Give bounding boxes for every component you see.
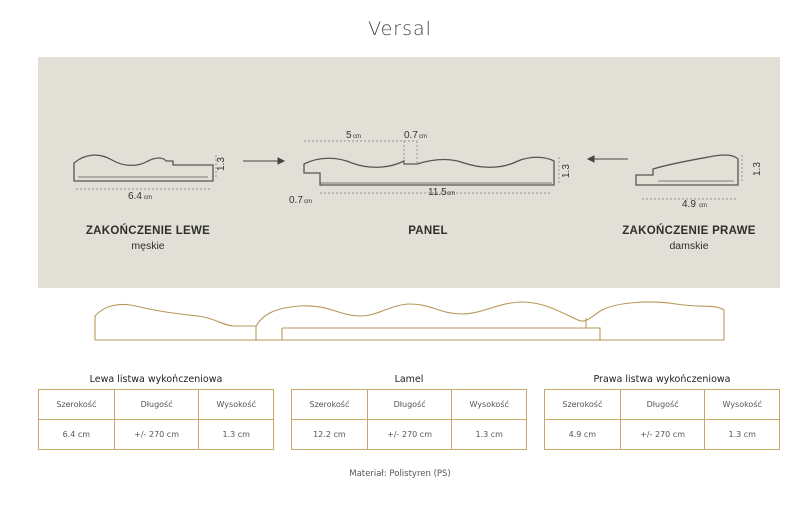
table-title: Lewa listwa wykończeniowa <box>89 374 223 385</box>
panel-wave-label: 5 <box>346 130 352 141</box>
svg-text:cm: cm <box>419 134 427 140</box>
svg-text:cm: cm <box>353 134 361 140</box>
panel-profile <box>303 156 555 186</box>
page-title: Versal <box>368 18 432 40</box>
header-cell: Długość <box>366 389 453 420</box>
material-note: Materiał: Polistyren (PS) <box>349 469 451 479</box>
left-end-caption: ZAKOŃCZENIE LEWE męskie <box>68 225 228 252</box>
panel-height-label: 1.3 <box>561 164 572 178</box>
value-cell: 1.3 cm <box>704 419 780 450</box>
value-cell: 1.3 cm <box>198 419 274 450</box>
panel-name: PANEL <box>408 225 448 237</box>
right-height-label: 1.3 <box>752 162 763 176</box>
value-cell: +/- 270 cm <box>619 419 706 450</box>
header-cell: Długość <box>619 389 706 420</box>
header-cell: Szerokość <box>291 389 368 420</box>
header-cell: Szerokość <box>38 389 115 420</box>
table-title: Prawa listwa wykończeniowa <box>593 374 731 385</box>
panel-caption: PANEL <box>368 225 488 237</box>
right-end-caption: ZAKOŃCZENIE PRAWE damskie <box>604 225 774 252</box>
value-cell: 4.9 cm <box>544 419 621 450</box>
table-lamel: Lamel Szerokość Długość Wysokość 12.2 cm… <box>291 374 527 450</box>
panel-width-label: 11.5 <box>428 187 447 198</box>
header-cell: Długość <box>113 389 200 420</box>
panel-lip-label: 0.7 <box>289 195 303 206</box>
header-cell: Wysokość <box>704 389 780 420</box>
left-width-label: 6.4 <box>128 191 142 202</box>
right-width-label: 4.9 <box>682 199 696 210</box>
right-end-profile <box>635 154 739 186</box>
value-cell: +/- 270 cm <box>113 419 200 450</box>
panel-gap-label: 0.7 <box>404 130 418 141</box>
table-left-trim: Lewa listwa wykończeniowa Szerokość Dług… <box>38 374 274 450</box>
right-end-subtitle: damskie <box>669 240 709 252</box>
technical-diagram: 6.4 cm 1.3 5 cm 0.7 cm 11.5 cm 1.3 0.7 c… <box>38 57 780 288</box>
value-cell: 6.4 cm <box>38 419 115 450</box>
table-title: Lamel <box>394 374 424 385</box>
assembled-profile-drawing <box>94 301 725 341</box>
svg-text:cm: cm <box>699 203 707 209</box>
left-height-label: 1.3 <box>216 157 227 171</box>
header-cell: Szerokość <box>544 389 621 420</box>
svg-text:cm: cm <box>304 199 312 205</box>
left-end-name: ZAKOŃCZENIE LEWE <box>85 225 211 237</box>
svg-text:cm: cm <box>144 195 152 201</box>
value-cell: 12.2 cm <box>291 419 368 450</box>
left-end-profile <box>73 154 214 182</box>
header-cell: Wysokość <box>198 389 274 420</box>
left-end-subtitle: męskie <box>131 240 165 252</box>
diagram-drawing: 6.4 cm 1.3 5 cm 0.7 cm 11.5 cm 1.3 0.7 c… <box>73 130 763 210</box>
svg-text:cm: cm <box>447 191 455 197</box>
header-cell: Wysokość <box>451 389 527 420</box>
right-end-name: ZAKOŃCZENIE PRAWE <box>622 225 756 237</box>
value-cell: +/- 270 cm <box>366 419 453 450</box>
value-cell: 1.3 cm <box>451 419 527 450</box>
table-right-trim: Prawa listwa wykończeniowa Szerokość Dłu… <box>544 374 780 450</box>
